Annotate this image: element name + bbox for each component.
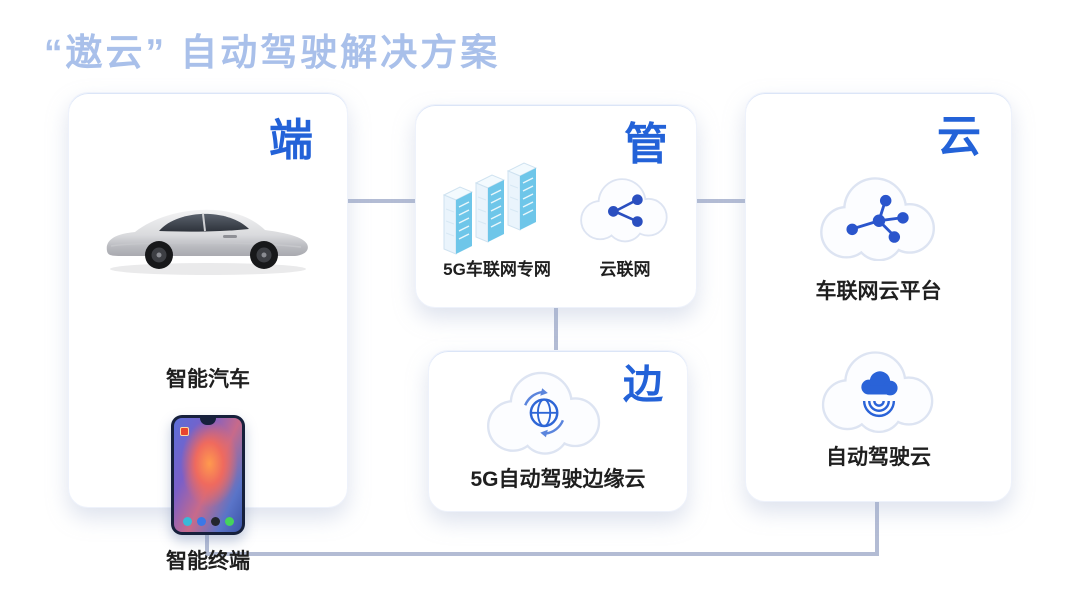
connector-network-edge: [554, 305, 558, 351]
panel-edge-tag: 边: [623, 363, 663, 407]
smartphone-dock-icons: [174, 517, 242, 526]
panel-network-tag: 管: [624, 120, 668, 169]
panel-terminal-tag: 端: [269, 116, 313, 165]
panel-network: 管: [415, 104, 697, 308]
smartphone-screen: [174, 418, 242, 532]
iov-cloud-platform-label: 车联网云平台: [815, 280, 942, 303]
autonomous-driving-cloud-label: 自动驾驶云: [826, 446, 931, 469]
cloud-wireless-icon: [821, 351, 934, 433]
smart-terminal-label: 智能终端: [166, 550, 250, 573]
panel-terminal: 端 智能汽车: [68, 92, 348, 573]
fiveg-private-network-label: 5G车联网专网: [443, 260, 551, 279]
smartphone-notch-icon: [200, 418, 216, 425]
panel-edge: 边 5G自动驾驶边缘云: [428, 350, 688, 512]
panel-cloud: 云 车联网云平台: [745, 92, 1012, 502]
smartphone-app-icon: [180, 427, 189, 436]
panel-cloud-tag: 云: [937, 112, 981, 161]
cloud-globe-icon: [487, 371, 601, 455]
connector-terminal-network: [344, 199, 416, 203]
smart-car-label: 智能汽车: [166, 368, 250, 391]
edge-cloud-label: 5G自动驾驶边缘云: [470, 468, 646, 491]
cloud-internet-label: 云联网: [599, 260, 651, 279]
cloud-share-icon: [580, 178, 668, 243]
smartphone-image: [171, 415, 245, 535]
server-rack-icon: [442, 162, 538, 255]
smart-car-image: [106, 209, 308, 275]
diagram-title: “遨云” 自动驾驶解决方案: [44, 32, 501, 73]
cloud-nodes-icon: [820, 177, 935, 261]
connector-network-cloud: [694, 199, 746, 203]
